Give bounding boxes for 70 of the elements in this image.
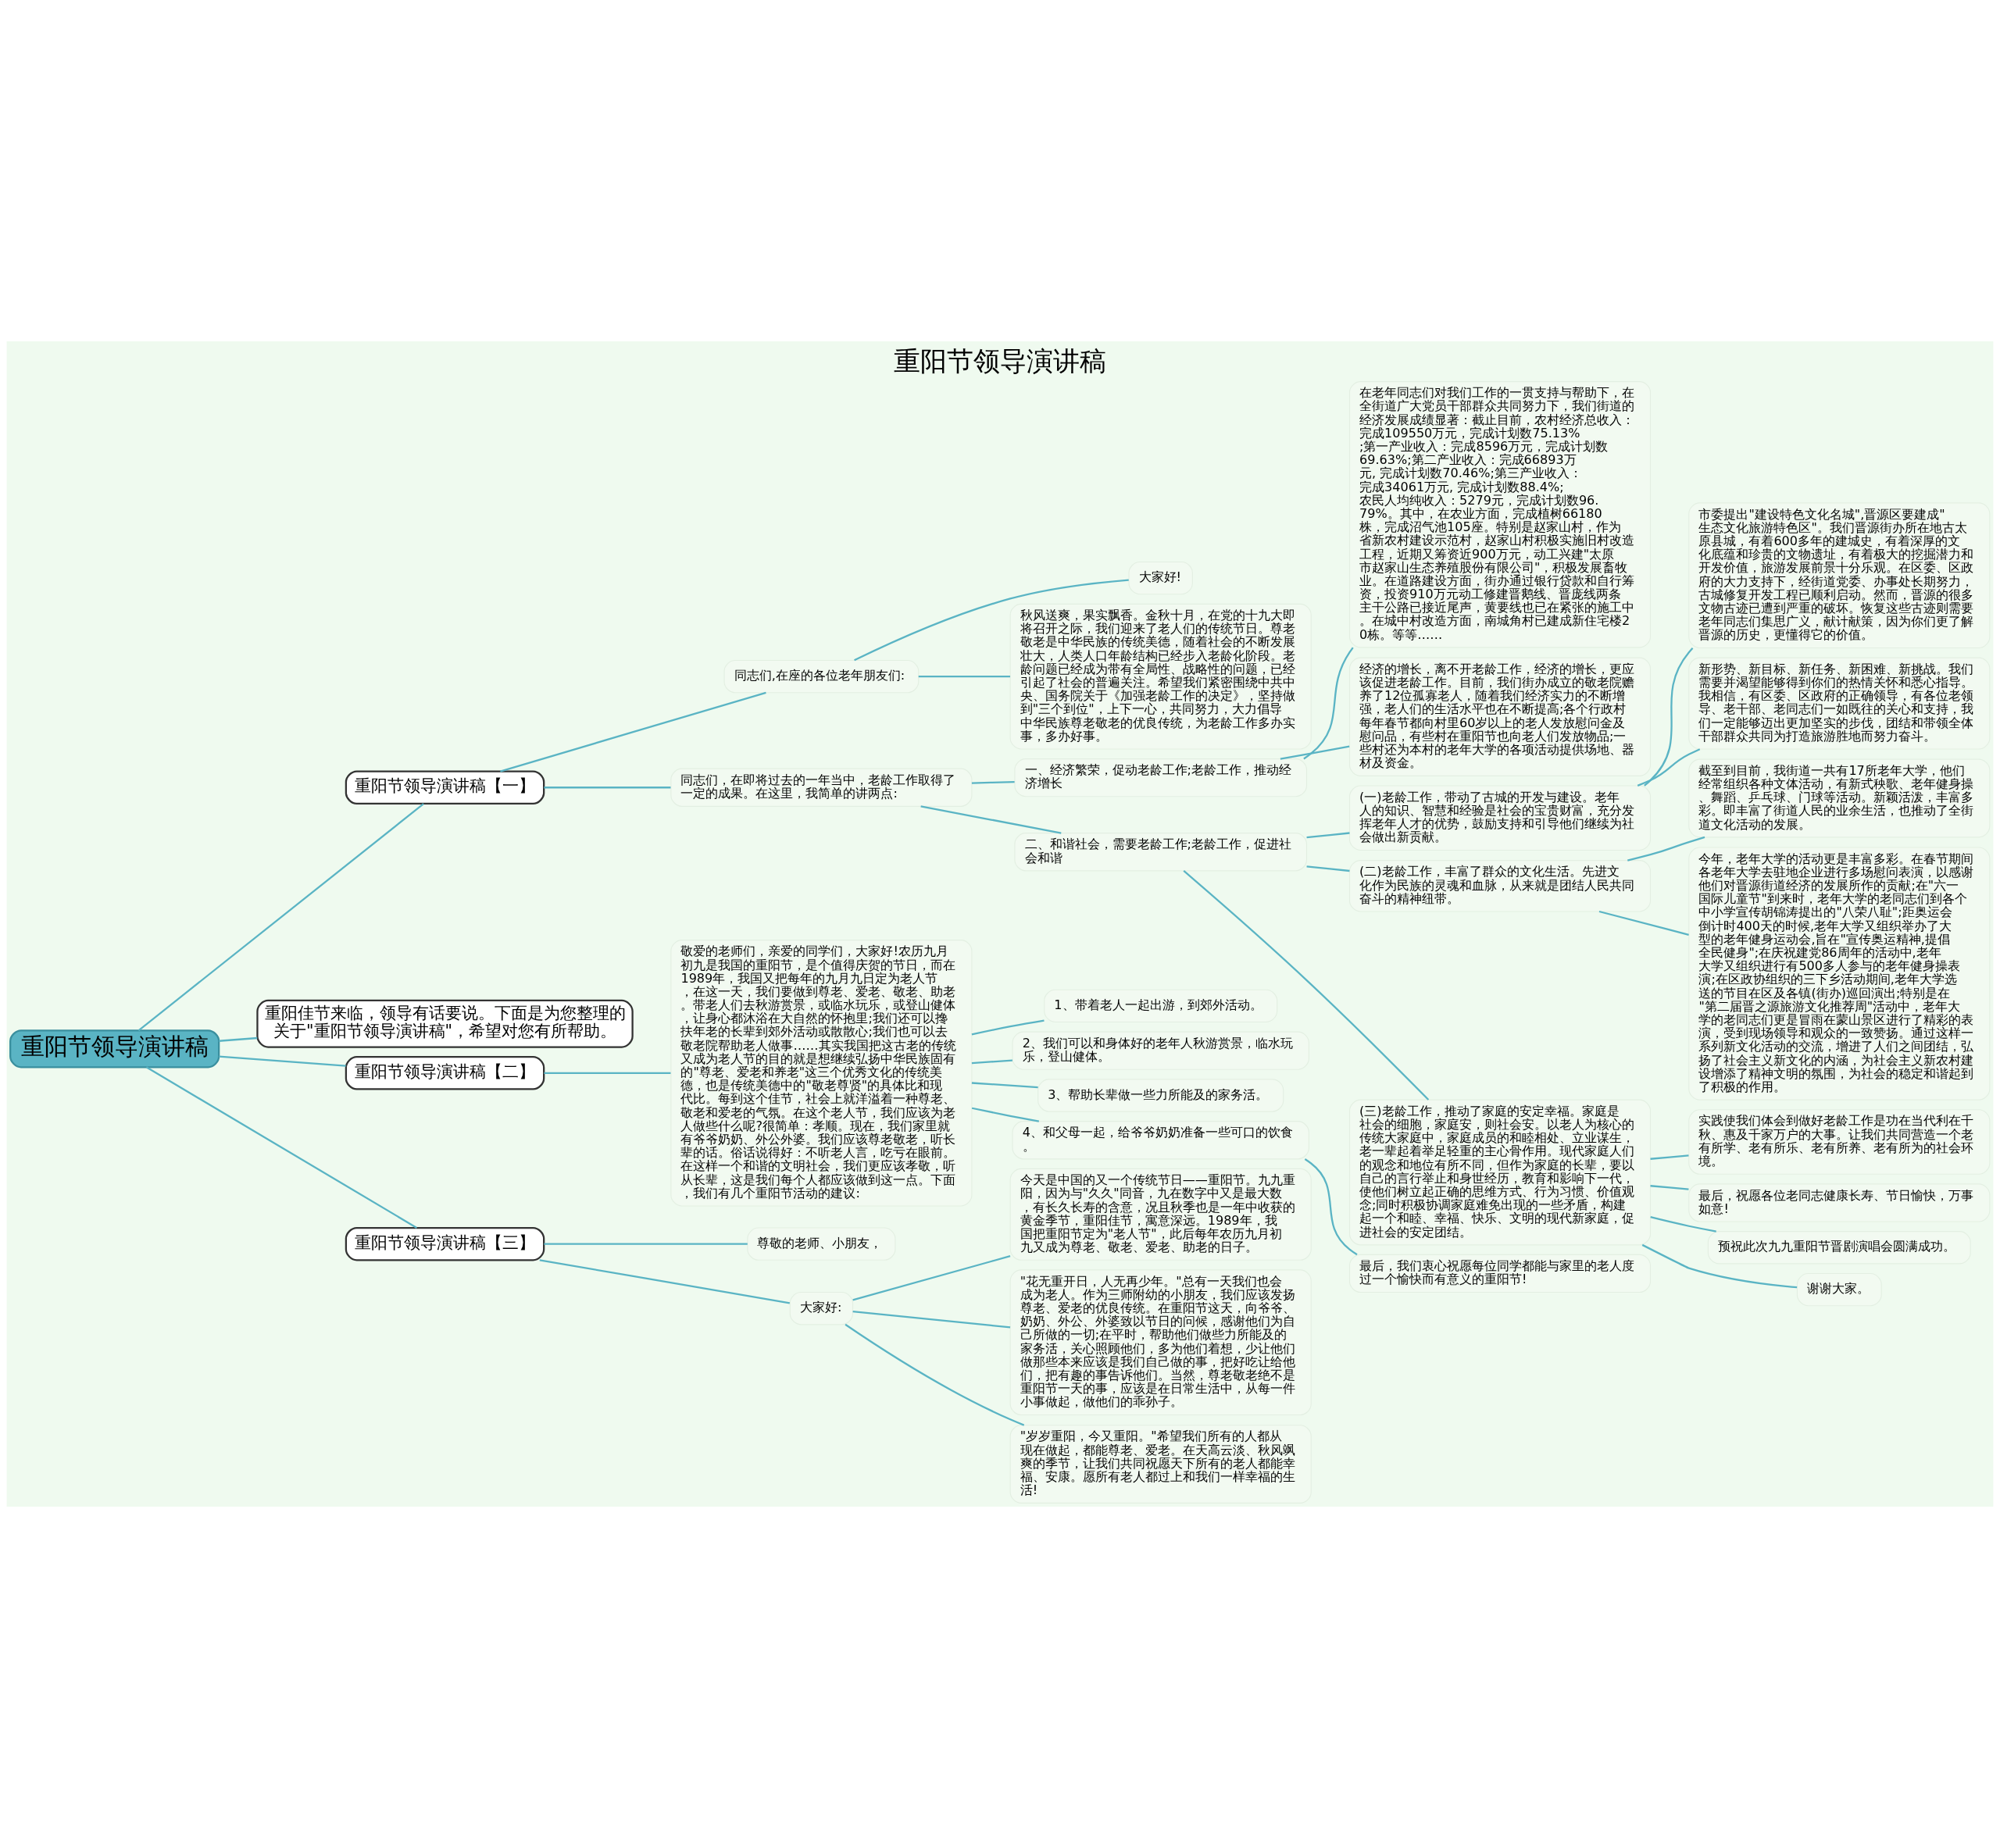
- connector: [539, 1259, 790, 1304]
- connector: [920, 805, 1062, 834]
- connector: [500, 691, 766, 772]
- connector: [971, 1082, 1038, 1089]
- node-box: 市委提出"建设特色文化名城",晋源区要建成"生态文化旅游特色区"。我们晋源街办所在地古太原县城，有着600多年的建城史，有着深厚的文化底蕴和珍贵的文物遗址，有着极大的挖掘潜力和开发价值，旅游发展前景十分乐观。在区委、区政府的大力支持下，经街道党委、办事处长期努力，古城修复开发工程已顺利启动。然而，晋源的很多文物古迹已遭到严重的破坏。恢复这些古迹则需要老年同志们集思广义，献计献策，因为你们更了解晋源的历史，更懂得它的价值。: [1688, 502, 1991, 649]
- node-box: "花无重开日，人无再少年。"总有一天我们也会成为老人。作为三师附幼的小朋友，我们应该发扬尊老、爱老的优良传统。在重阳节这天，向爷爷、奶奶、外公、外婆致以节日的问候，感谢他们为自己所做的一切;在平时，帮助他们做些力所能及的家务活，关心照顾他们，多为他们着想，少让他们做那些本来应该是我们自己做的事，把好吃让给他们，把有趣的事告诉他们。当然，尊老敬老绝不是重阳节一天的事，应该是在日常生活中，从每一件小事做起，做他们的乖孙子。: [1009, 1269, 1312, 1416]
- node-box: 3、帮助长辈做一些力所能及的家务活。: [1038, 1079, 1284, 1112]
- connector: [1650, 1154, 1689, 1160]
- node-box: 同志们,在座的各位老年朋友们:: [723, 659, 920, 694]
- node-box: 尊敬的老师、小朋友，: [747, 1227, 896, 1261]
- node-box: 秋风送爽，果实飘香。金秋十月，在党的十九大即将召开之际，我们迎来了老人们的传统节日。尊老敬老是中华民族的传统美德，随着社会的不断发展壮大，人类人口年龄结构已经步入老龄化阶段。老龄问题已经成为带有全局性、战略性的问题，已经引起了社会的普遍关注。希望我们紧密围绕中共中央、国务院关于《加强老龄工作的决定》，坚持做到"三个到位"，上下一心，共同努力，大力倡导中华民族尊老敬老的优良传统，为老龄工作多办实事，多办好事。: [1009, 603, 1312, 750]
- node-box: (三)老龄工作，推动了家庭的安定幸福。家庭是社会的细胞，家庭安，则社会安。以老人为核心的传统大家庭中，家庭成员的和睦相处、立业谋生，老一辈起着举足轻重的主心骨作用。现代家庭人们的观念和地位有所不同，但作为家庭的长辈，要以自己的言行举止和身世经历，教育和影响下一代，使他们树立起正确的思维方式、行为习惯、价值观念;同时积极协调家庭难免出现的一些矛盾，构建起一个和睦、幸福、快乐、文明的现代新家庭，促进社会的安定团结。: [1348, 1099, 1652, 1246]
- connector: [544, 1072, 671, 1074]
- node-box: 谢谢大家。: [1796, 1272, 1882, 1307]
- node-box: 今年，老年大学的活动更是丰富多彩。在春节期间各老年大学去驻地企业进行多场慰问表演，以感谢他们对晋源街道经济的发展所作的贡献;在"六一国际儿童节"到来时，老年大学的老同志们到各个中小学宣传胡锦涛提出的"八荣八耻";距奥运会倒计时400天的时候,老年大学又组织举办了大型的老年健身运动会,旨在"宣传奥运精神,提倡全民健身";在庆祝建党86周年的活动中,老年大学又组织进行有500多人参与的老年健身操表演;在区政协组织的三下乡活动期间,老年大学选送的节目在区及各镇(街办)巡回演出;特别是在"第二届晋之源旅游文化推荐周"活动中，老年大学的老同志们更是冒雨在蒙山景区进行了精彩的表演，受到现场领导和观众的一致赞扬。通过这样一系列新文化活动的交流，增进了人们之间团结，弘扬了社会主义新文化的内涵，为社会主义新农村建设增添了精神文明的氛围，为社会的稳定和谐起到了积极的作用。: [1688, 847, 1991, 1101]
- connector: [1303, 647, 1354, 760]
- node-box: 重阳佳节来临，领导有话要说。下面是为您整理的关于"重阳节领导演讲稿"，希望对您有所帮助。: [256, 999, 634, 1048]
- node-box: (一)老龄工作，带动了古城的开发与建设。老年人的知识、智慧和经验是社会的宝贵财富，充分发挥老年人才的优势，鼓励支持和引导他们继续为社会做出新贡献。: [1348, 785, 1652, 851]
- node-box: 预祝此次九九重阳节晋剧演唱会圆满成功。: [1707, 1231, 1971, 1265]
- node-box: 经济的增长，离不开老龄工作，经济的增长，更应该促进老龄工作。目前，我们街办成立的敬老院赡养了12位孤寡老人，随着我们经济实力的不断增强，老人们的生活水平也在不断提高;各个行政村每年春节都向村里60岁以上的老人发放慰问金及慰问品，有些村在重阳节也向老人们发放物品;一些村还为本村的老年大学的各项活动提供场地、器材及资金。: [1348, 657, 1652, 776]
- node-box: 2、我们可以和身体好的老年人秋游赏景，临水玩乐，登山健体。: [1012, 1031, 1309, 1070]
- connector: [852, 1255, 1011, 1301]
- node-box: 实践使我们体会到做好老龄工作是功在当代利在千秋、惠及千家万户的大事。让我们共同营造一个老有所学、老有所乐、老有所养、老有所为的社会环境。: [1688, 1109, 1991, 1175]
- node-box: 新形势、新目标、新任务、新困难、新挑战。我们需要并渴望能够得到你们的热情关怀和悉心指导。我相信，有区委、区政府的正确领导，有各位老领导、老干部、老同志们一如既往的关心和支持，我们一定能够迈出更加坚实的步伐，团结和带领全体干部群众共同为打造旅游胜地而努力奋斗。: [1688, 657, 1991, 750]
- node-box: 大家好!: [1128, 561, 1193, 595]
- node-box: 截至到目前，我街道一共有17所老年大学，他们经常组织各种文体活动，有新式秧歌、老年健身操、舞蹈、乒乓球、门球等活动。新颖活泼，丰富多彩。即丰富了街道人民的业余生活，也推动了全街道文化活动的发展。: [1688, 758, 1991, 838]
- connector: [918, 676, 1010, 678]
- node-box: 在老年同志们对我们工作的一贯支持与帮助下，在全街道广大党员干部群众共同努力下，我们街道的经济发展成绩显著：截止目前，农村经济总收入：完成109550万元，完成计划数75.13%;第一产业收入：完成8596万元，完成计划数69.63%;第二产业收入：完成66893万元, 完成计划数70.46%;第三产业收入：完成34061万元, 完成计划数88.4%;农民人均纯收入：5279元，完成计划数96.79%。其中，在农业方面，完成植树66180株，完成沼气池105座。特别是赵家山村，作为省新农村建设示范村，赵家山村积极实施旧村改造工程，近期又筹资近900万元，动工兴建"太原市赵家山生态养殖股份有限公司"，积极发展畜牧业。在道路建设方面，街办通过银行贷款和自行筹资，投资910万元动工修建晋鹅线、晋庞线两条主干公路已接近尾声，黄要线也已在紧张的施工中。在城中村改造方面，南城角村已建成新住宅楼20栋。等等……: [1348, 381, 1652, 648]
- connector: [544, 787, 671, 789]
- node-box: 重阳节领导演讲稿【一】: [345, 770, 545, 804]
- connector: [971, 780, 1015, 784]
- connector: [971, 1059, 1012, 1065]
- node-box: 重阳节领导演讲稿【二】: [345, 1056, 545, 1090]
- connector: [1627, 836, 1705, 862]
- node-box: 重阳节领导演讲稿【三】: [345, 1226, 545, 1261]
- connector: [1650, 1216, 1716, 1233]
- node-box: 敬爱的老师们，亲爱的同学们，大家好!农历九月初九是我国的重阳节，是个值得庆贺的节日，而在1989年，我国又把每年的九月九日定为老人节，在这一天，我们要做到尊老、爱老、敬老、助老。带老人们去秋游赏景，或临水玩乐，或登山健体，让身心都沐浴在大自然的怀抱里;我们还可以搀扶年老的长辈到郊外活动或散散心;我们也可以去敬老院帮助老人做事……其实我国把这古老的传统又成为老人节的目的就是想继续弘扬中华民族固有的"尊老、爱老和养老"这三个优秀文化的传统美德，也是传统美德中的"敬老尊贤"的具体比和现代比。每到这个佳节，社会上就洋溢着一种尊老、敬老和爱老的气氛。在这个老人节，我们应该为老人做些什么呢?很简单：孝顺。现在，我们家里就有爷爷奶奶、外公外婆。我们应该尊老敬老，听长辈的话。俗话说得好：不听老人言，吃亏在眼前。在这样一个和谐的文明社会，我们更应该孝敬，听从长辈，这是我们每个人都应该做到这一点。下面，我们有几个重阳节活动的建议:: [670, 940, 973, 1207]
- connector: [1306, 832, 1350, 839]
- connector: [1183, 870, 1430, 1101]
- connector: [219, 1055, 346, 1067]
- connector: [971, 1107, 1039, 1122]
- connector: [1644, 647, 1694, 787]
- connector: [1280, 745, 1350, 760]
- node-box: (二)老龄工作，丰富了群众的文化生活。先进文化作为民族的灵魂和血脉，从来就是团结人民共同奋斗的精神纽带。: [1348, 860, 1652, 912]
- connector: [145, 1066, 417, 1229]
- connector: [1637, 748, 1701, 787]
- connector: [1598, 910, 1689, 936]
- node-box: 大家好:: [789, 1291, 854, 1325]
- connector: [971, 1019, 1045, 1036]
- connector: [1650, 1185, 1689, 1190]
- node-box: 二、和谐社会，需要老龄工作;老龄工作，促进社会和谐: [1014, 833, 1308, 872]
- node-box: 今天是中国的又一个传统节日——重阳节。九九重阳，因为与"久久"同音，九在数字中又是最大数，有长久长寿的含意，况且秋季也是一年中收获的黄金季节，重阳佳节，寓意深远。1989年，我国把重阳节定为"老人节"，此后每年农历九月初九又成为尊老、敬老、爱老、助老的日子。: [1009, 1168, 1312, 1261]
- connector: [1304, 1158, 1358, 1256]
- connector: [1641, 1243, 1798, 1289]
- node-box: 最后，祝愿各位老同志健康长寿、节日愉快，万事如意!: [1688, 1183, 1991, 1222]
- connector: [845, 1323, 1025, 1426]
- node-box: 最后，我们衷心祝愿每位同学都能与家里的老人度过一个愉快而有意义的重阳节!: [1348, 1254, 1652, 1293]
- node-box: "岁岁重阳，今又重阳。"希望我们所有的人都从现在做起，都能尊老、爱老。在天高云淡、秋风飒爽的季节，让我们共同祝愿天下所有的老人都能幸福、安康。愿所有老人都过上和我们一样幸福的生活!: [1009, 1425, 1312, 1504]
- connector: [544, 1243, 748, 1245]
- connector: [852, 1311, 1011, 1329]
- node-box: 4、和父母一起，给爷爷奶奶准备一些可口的饮食。: [1012, 1121, 1309, 1160]
- connector: [219, 1036, 258, 1042]
- node-box: 同志们，在即将过去的一年当中，老龄工作取得了一定的成果。在这里，我简单的讲两点:: [670, 768, 973, 807]
- connector: [854, 579, 1129, 662]
- node-box: 一、经济繁荣，促动老龄工作;老龄工作，推动经济增长: [1014, 758, 1308, 797]
- connector: [138, 803, 424, 1032]
- connector: [1306, 865, 1350, 872]
- node-box: 1、带着老人一起出游，到郊外活动。: [1044, 989, 1278, 1023]
- node-box: 重阳节领导演讲稿: [9, 1029, 220, 1068]
- diagram-title: 重阳节领导演讲稿: [894, 344, 1106, 376]
